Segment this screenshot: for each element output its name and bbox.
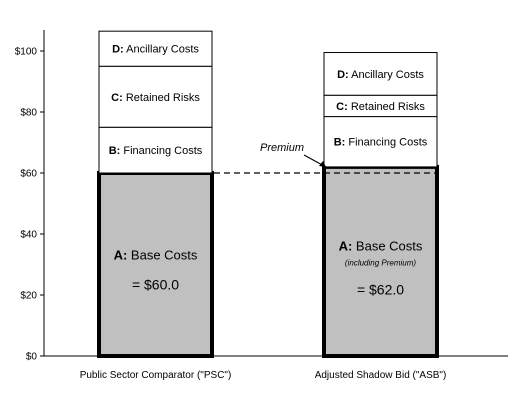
segment-label-text: Retained Risks [123,92,201,104]
reference-line-group: Premium [214,142,437,174]
segment-b-financing-costs [323,116,438,168]
y-axis-ticks: $0 $20 $40 $60 $80 $100 [15,47,44,363]
y-tick-label: $60 [20,169,37,180]
segment-label-prefix: B: [109,145,121,157]
bar-psc: A: Base Costs = $60.0 B: Financing Costs C:… [97,30,214,358]
base-cost-label: A: Base Costs [339,238,423,253]
base-cost-label: A: Base Costs [114,248,198,263]
segment-label-prefix: C: [336,101,348,113]
x-axis-labels: Public Sector Comparator ("PSC") Adjusted… [80,370,447,381]
bars: A: Base Costs = $60.0 B: Financing Costs C:… [97,30,439,358]
base-cost-title: Base Costs [127,248,198,263]
y-tick-label: $0 [26,352,38,363]
segment-label-text: Ancillary Costs [349,69,425,81]
segment-b-financing-costs [98,126,213,174]
base-cost-value: = $60.0 [132,277,179,293]
segment-label-prefix: D: [112,44,124,56]
y-tick-label: $40 [20,230,37,241]
bar-asb: A: Base Costs (including Premium) = $62.0 B… [322,52,439,358]
segment-label-prefix: D: [337,69,349,81]
y-tick-label: $80 [20,108,37,119]
segment-label-text: Financing Costs [120,145,202,157]
segment-label-prefix: B: [334,137,346,149]
premium-arrowhead [319,161,326,167]
segment-label-text: Retained Risks [348,101,426,113]
premium-label: Premium [260,142,304,154]
base-cost-prefix: A: [114,248,128,263]
category-label: Adjusted Shadow Bid ("ASB") [315,370,447,381]
category-label: Public Sector Comparator ("PSC") [80,370,232,381]
segment-label: C: Retained Risks [111,92,200,104]
segment-label-text: Ancillary Costs [124,44,200,56]
y-tick-label: $100 [15,47,38,58]
segment-label: D: Ancillary Costs [337,69,424,81]
segment-a-base-costs [97,171,214,358]
base-cost-title: Base Costs [352,238,423,253]
segment-label: B: Financing Costs [334,137,428,149]
segment-label-text: Financing Costs [345,137,427,149]
base-cost-value: = $62.0 [357,281,404,297]
segment-label-prefix: C: [111,92,123,104]
segment-label: C: Retained Risks [336,101,425,113]
segment-d-ancillary-costs [323,52,438,96]
segment-label: B: Financing Costs [109,145,203,157]
base-cost-note: (including Premium) [345,258,416,267]
y-tick-label: $20 [20,291,37,302]
base-cost-prefix: A: [339,238,353,253]
segment-c-retained-risks [98,65,213,128]
segment-label: D: Ancillary Costs [112,44,199,56]
segment-d-ancillary-costs [98,30,213,67]
